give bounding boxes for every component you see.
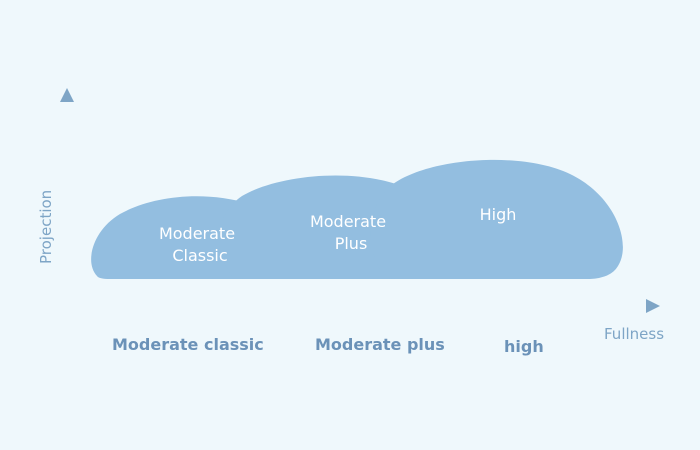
x-axis: Fullness [155, 299, 664, 343]
x-axis-arrow-icon [646, 299, 660, 313]
category-label-high: high [504, 337, 544, 356]
high-label: High [480, 205, 517, 224]
x-axis-label: Fullness [604, 325, 664, 343]
y-axis-arrow-icon [60, 88, 74, 102]
y-axis: Projection [37, 88, 74, 264]
y-axis-label: Projection [37, 190, 55, 264]
profile-shapes: Moderate Classic Moderate Plus High [91, 159, 623, 279]
high-shape [370, 159, 623, 279]
moderate-plus-label-line2: Plus [335, 234, 368, 253]
moderate-classic-label-line2: Classic [172, 246, 227, 265]
category-label-moderate-classic: Moderate classic [112, 335, 264, 354]
category-label-moderate-plus: Moderate plus [315, 335, 445, 354]
moderate-plus-label-line1: Moderate [310, 212, 386, 231]
moderate-classic-label-line1: Moderate [159, 224, 235, 243]
